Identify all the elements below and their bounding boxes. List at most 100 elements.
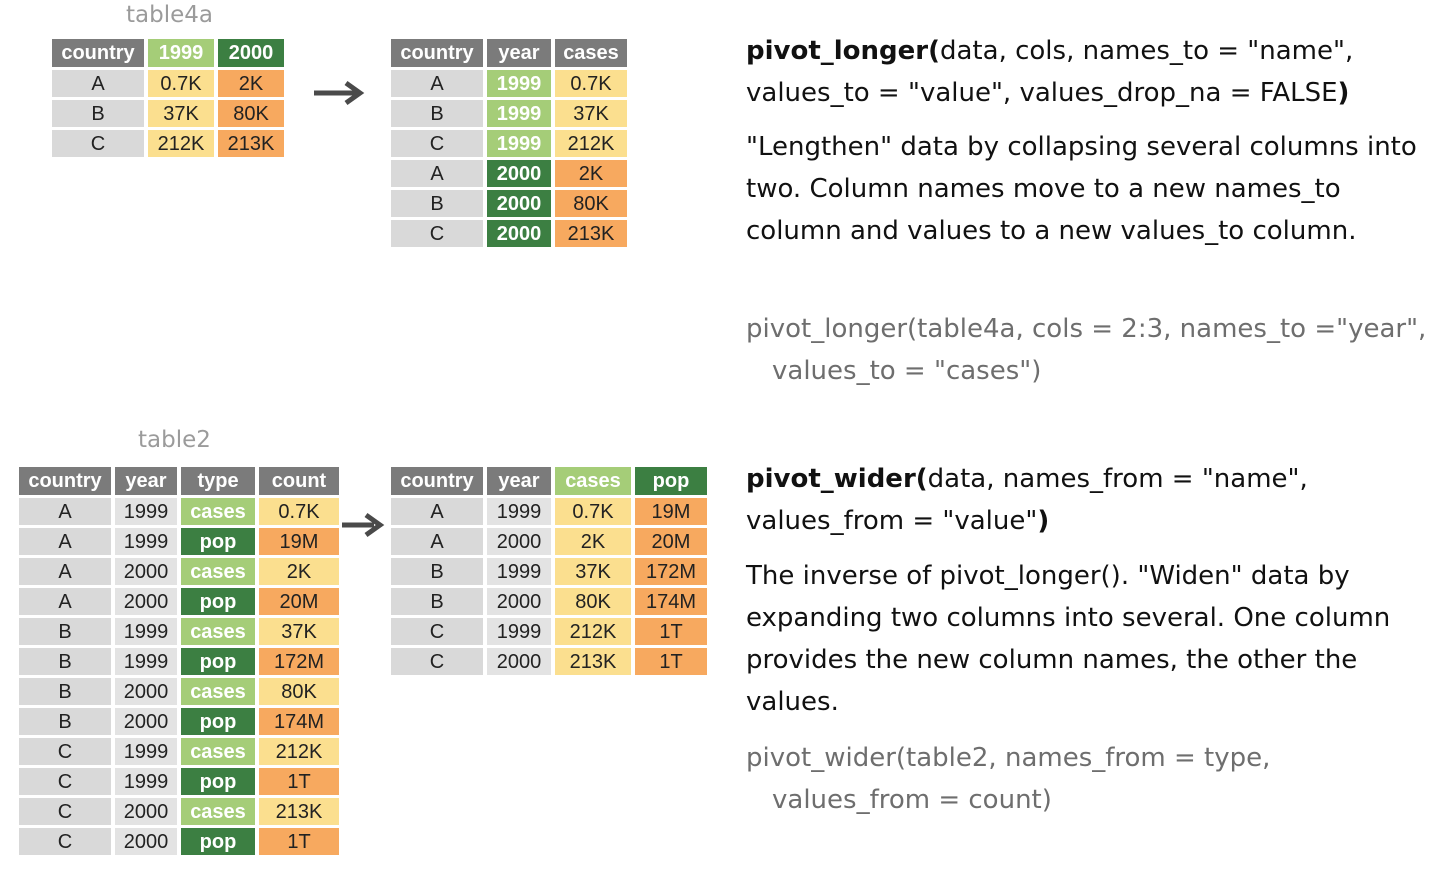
table-cell: 1999 <box>115 768 177 795</box>
table-cell: 2000 <box>487 528 551 555</box>
table-cell: 2K <box>555 528 631 555</box>
table-cell: 213K <box>218 130 284 157</box>
signature-args: values_to = "value", values_drop_na = FA… <box>746 78 1338 108</box>
table-cell: 37K <box>555 558 631 585</box>
table-cell: 2000 <box>487 588 551 615</box>
table-row: A 1999 0.7K <box>391 70 627 97</box>
table-cell: 1999 <box>487 70 551 97</box>
table-cell: 213K <box>555 220 627 247</box>
table-cell: A <box>19 528 111 555</box>
column-header: year <box>487 467 551 495</box>
table-cell: pop <box>181 588 255 615</box>
table-cell: 1999 <box>487 558 551 585</box>
column-header: year <box>487 39 551 67</box>
table-cell: C <box>19 798 111 825</box>
table-cell: 172M <box>635 558 707 585</box>
pivot-longer-example-code: pivot_longer(table4a, cols = 2:3, names_… <box>746 308 1436 392</box>
table-cell: 80K <box>555 190 627 217</box>
column-header: count <box>259 467 339 495</box>
table-cell: 1999 <box>115 738 177 765</box>
table-row: B 1999 37K <box>391 100 627 127</box>
table-cell: 212K <box>555 618 631 645</box>
table-cell: 2000 <box>115 678 177 705</box>
table-cell: A <box>391 160 483 187</box>
table-cell: B <box>391 190 483 217</box>
table-cell: 213K <box>259 798 339 825</box>
pivot-longer-signature: pivot_longer(data, cols, names_to = "nam… <box>746 30 1436 114</box>
table-cell: A <box>19 588 111 615</box>
table-cell: 37K <box>555 100 627 127</box>
table-cell: C <box>19 738 111 765</box>
table-cell: A <box>52 70 144 97</box>
table-cell: cases <box>181 678 255 705</box>
table-cell: C <box>19 828 111 855</box>
table-cell: A <box>19 498 111 525</box>
table-cell: 37K <box>259 618 339 645</box>
table-cell: 2K <box>218 70 284 97</box>
column-header: type <box>181 467 255 495</box>
column-header: cases <box>555 39 627 67</box>
table-cell: pop <box>181 708 255 735</box>
table-cell: 2000 <box>115 708 177 735</box>
pivot-wider-example-code: pivot_wider(table2, names_from = type, v… <box>746 737 1436 821</box>
table-cell: B <box>391 558 483 585</box>
table4a-wide-table: country 1999 2000 A 0.7K 2K B 37K 80K C … <box>48 36 288 160</box>
table-row: B 37K 80K <box>52 100 284 127</box>
table-cell: 0.7K <box>555 498 631 525</box>
table-cell: C <box>391 130 483 157</box>
right-arrow-icon <box>314 80 365 106</box>
table-cell: 1T <box>635 618 707 645</box>
table-cell: 1T <box>259 828 339 855</box>
pivot-longer-result-table: country year cases A 1999 0.7K B 1999 37… <box>387 36 631 250</box>
table-cell: 2K <box>555 160 627 187</box>
table-row: C 2000 213K <box>391 220 627 247</box>
table-cell: pop <box>181 528 255 555</box>
column-header: pop <box>635 467 707 495</box>
table-cell: cases <box>181 558 255 585</box>
function-close: ) <box>1037 506 1050 536</box>
table-cell: 1T <box>635 648 707 675</box>
table-cell: 1T <box>259 768 339 795</box>
table-cell: cases <box>181 498 255 525</box>
pivot-wider-signature: pivot_wider(data, names_from = "name", v… <box>746 458 1436 542</box>
table-cell: cases <box>181 798 255 825</box>
table-cell: C <box>391 648 483 675</box>
column-header: 2000 <box>218 39 284 67</box>
right-arrow-icon <box>342 512 385 538</box>
table-cell: 2K <box>259 558 339 585</box>
code-line: values_to = "cases") <box>772 356 1042 386</box>
table-cell: pop <box>181 828 255 855</box>
table-cell: C <box>391 220 483 247</box>
table-cell: 1999 <box>487 618 551 645</box>
table-cell: 0.7K <box>259 498 339 525</box>
table-cell: 174M <box>259 708 339 735</box>
column-header: country <box>391 39 483 67</box>
table-cell: C <box>391 618 483 645</box>
column-header: country <box>19 467 111 495</box>
table-cell: 1999 <box>487 498 551 525</box>
signature-args: data, names_from = "name", <box>927 464 1308 494</box>
pivot-longer-description: "Lengthen" data by collapsing several co… <box>746 132 1417 246</box>
table-cell: 174M <box>635 588 707 615</box>
table-cell: 2000 <box>487 160 551 187</box>
table-cell: 1999 <box>115 498 177 525</box>
table-row: A 0.7K 2K <box>52 70 284 97</box>
table-cell: 213K <box>555 648 631 675</box>
table-cell: B <box>19 678 111 705</box>
table-cell: A <box>391 528 483 555</box>
table-cell: 0.7K <box>555 70 627 97</box>
